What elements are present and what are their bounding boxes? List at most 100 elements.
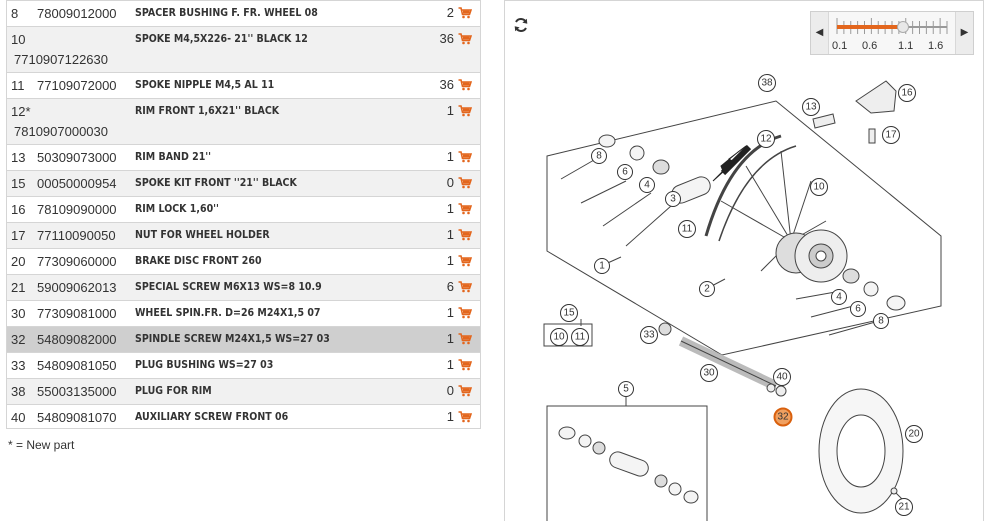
- zoom-out-button[interactable]: ◀: [811, 12, 829, 54]
- shopping-cart-icon[interactable]: [458, 203, 472, 215]
- shopping-cart-icon[interactable]: [458, 359, 472, 371]
- callout-number: 8: [596, 151, 602, 162]
- refresh-icon[interactable]: [513, 17, 529, 33]
- callout-10[interactable]: 10: [550, 328, 568, 346]
- callout-number: 8: [878, 316, 884, 327]
- callout-number: 10: [813, 182, 825, 193]
- shopping-cart-icon[interactable]: [458, 255, 472, 267]
- part-description: PLUG FOR RIM: [135, 384, 212, 397]
- callout-5[interactable]: 5: [618, 381, 634, 397]
- shopping-cart-icon[interactable]: [458, 229, 472, 241]
- callout-number: 30: [703, 368, 715, 379]
- part-number: 59009062013: [37, 280, 117, 295]
- part-description: RIM BAND 21'': [135, 150, 212, 163]
- part-quantity: 36: [439, 31, 454, 46]
- callout-3[interactable]: 3: [665, 191, 681, 207]
- part-position: 16: [11, 202, 26, 217]
- callout-number: 38: [761, 78, 773, 89]
- callout-20[interactable]: 20: [905, 425, 923, 443]
- part-description: WHEEL SPIN.FR. D=26 M24X1,5 07: [135, 306, 321, 319]
- part-quantity: 1: [446, 253, 454, 268]
- shopping-cart-icon[interactable]: [458, 385, 472, 397]
- callout-4[interactable]: 4: [831, 289, 847, 305]
- callout-number: 16: [901, 88, 913, 99]
- callout-32[interactable]: 32: [773, 407, 793, 427]
- shopping-cart-icon[interactable]: [458, 79, 472, 91]
- callout-number: 6: [855, 304, 861, 315]
- callout-number: 17: [885, 130, 897, 141]
- part-number: 54809081070: [37, 410, 117, 425]
- callout-number: 33: [643, 330, 655, 341]
- new-part-footnote: * = New part: [8, 438, 75, 452]
- callout-13[interactable]: 13: [802, 98, 820, 116]
- part-description: BRAKE DISC FRONT 260: [135, 254, 262, 267]
- shopping-cart-icon[interactable]: [458, 411, 472, 423]
- callout-17[interactable]: 17: [882, 126, 900, 144]
- shopping-cart-icon[interactable]: [458, 177, 472, 189]
- callout-11[interactable]: 11: [571, 328, 589, 346]
- part-description: SPOKE M4,5X226- 21'' BLACK 12: [135, 32, 308, 45]
- part-description: NUT FOR WHEEL HOLDER: [135, 228, 270, 241]
- callout-6[interactable]: 6: [850, 301, 866, 317]
- shopping-cart-icon[interactable]: [458, 307, 472, 319]
- callout-2[interactable]: 2: [699, 281, 715, 297]
- part-number: 00050000954: [37, 176, 117, 191]
- callout-38[interactable]: 38: [758, 74, 776, 92]
- callout-40[interactable]: 40: [773, 368, 791, 386]
- part-position: 11: [11, 78, 25, 93]
- shopping-cart-icon[interactable]: [458, 151, 472, 163]
- callout-10[interactable]: 10: [810, 178, 828, 196]
- callout-1[interactable]: 1: [594, 258, 610, 274]
- callout-number: 21: [898, 502, 910, 513]
- part-position: 12*: [11, 104, 31, 119]
- zoom-in-button[interactable]: ▶: [955, 12, 973, 54]
- shopping-cart-icon[interactable]: [458, 281, 472, 293]
- callout-number: 5: [623, 384, 629, 395]
- part-number: 78009012000: [37, 6, 117, 21]
- callout-4[interactable]: 4: [639, 177, 655, 193]
- callout-number: 11: [682, 224, 693, 235]
- shopping-cart-icon[interactable]: [458, 33, 472, 45]
- zoom-slider[interactable]: [829, 12, 955, 54]
- part-number: 77109072000: [37, 78, 117, 93]
- callout-15[interactable]: 15: [560, 304, 578, 322]
- part-description: SPOKE KIT FRONT ''21'' BLACK: [135, 176, 297, 189]
- part-number: 50309073000: [37, 150, 117, 165]
- part-quantity: 1: [446, 201, 454, 216]
- part-number: 77110090050: [37, 228, 116, 243]
- callout-6[interactable]: 6: [617, 164, 633, 180]
- part-number: 55003135000: [37, 384, 117, 399]
- callout-30[interactable]: 30: [700, 364, 718, 382]
- callout-21[interactable]: 21: [895, 498, 913, 516]
- callout-11[interactable]: 11: [678, 220, 696, 238]
- zoom-label-3: 1.6: [928, 40, 944, 52]
- callout-12[interactable]: 12: [757, 130, 775, 148]
- shopping-cart-icon[interactable]: [458, 105, 472, 117]
- callout-33[interactable]: 33: [640, 326, 658, 344]
- callout-16[interactable]: 16: [898, 84, 916, 102]
- callout-8[interactable]: 8: [873, 313, 889, 329]
- arrow-left-icon: ◀: [815, 27, 824, 38]
- shopping-cart-icon[interactable]: [458, 7, 472, 19]
- callout-8[interactable]: 8: [591, 148, 607, 164]
- callout-number: 1: [599, 261, 605, 272]
- part-quantity: 0: [446, 383, 454, 398]
- shopping-cart-icon[interactable]: [458, 333, 472, 345]
